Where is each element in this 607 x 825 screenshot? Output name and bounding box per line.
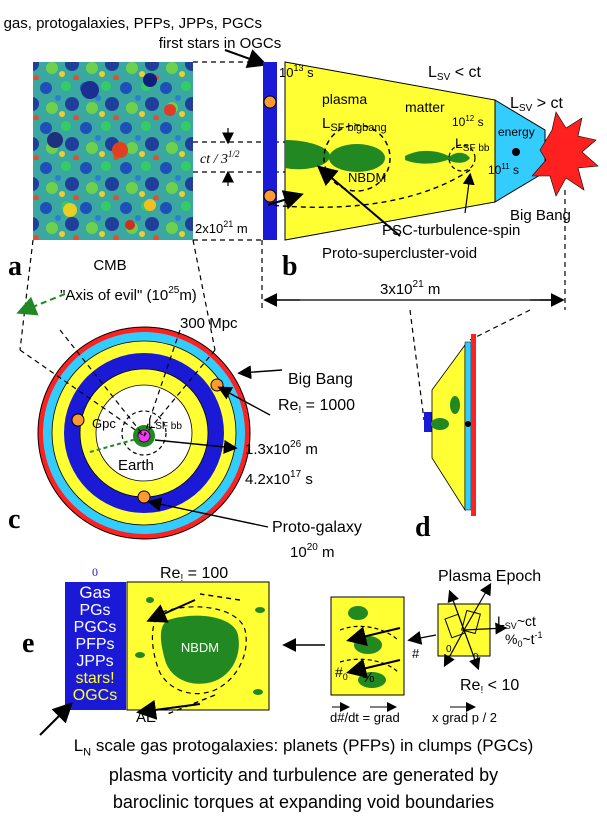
- omega0-label: #0: [335, 664, 348, 682]
- energy-label: energy: [498, 125, 535, 139]
- zero-small: 0: [446, 644, 452, 655]
- plasma-label: plasma: [322, 91, 367, 107]
- protogalaxy-label: Proto-galaxy: [272, 519, 362, 536]
- panel-e: 0 Gas PGs PGCs PFPs JPPs stars! OGCs e R…: [22, 565, 543, 736]
- panel-b: 1013 s LSV < ct LSV > ct plasma matter L…: [261, 61, 599, 310]
- gas-list-item: PGCs: [74, 619, 117, 636]
- re-100: Re! = 100: [160, 565, 228, 584]
- size-label: 1.3x1026 m: [245, 439, 318, 458]
- equation-left: d#/dt = grad: [330, 710, 400, 725]
- scale-label: 2x1021 m: [195, 219, 248, 236]
- lsf-c: LSF bb: [148, 416, 182, 432]
- hash-label: #: [412, 646, 420, 661]
- psc-label: PSC-turbulence-spin: [382, 222, 520, 239]
- panel-a: gas, protogalaxies, PFPs, JPPs, PGCs fir…: [4, 15, 285, 351]
- psv-label: Proto-supercluster-void: [322, 245, 477, 262]
- lsv-lt: LSV < ct: [428, 64, 481, 83]
- nbdm-label-b: NBDM: [348, 170, 386, 185]
- top-title-line2: first stars in OGCs: [159, 35, 282, 52]
- time-12: 1012 s: [452, 114, 484, 129]
- panel-c: Big Bang Re! = 1000 Gpc LSF bb Earth 1.3…: [8, 326, 362, 561]
- width-label: 3x1021 m: [380, 279, 440, 298]
- panel-d: d: [409, 309, 531, 543]
- time-13: 1013 s: [279, 63, 314, 80]
- orange-dot: [263, 189, 277, 203]
- green-blob: [285, 140, 330, 170]
- age-label: 4.2x1017 s: [245, 469, 313, 488]
- zero-label: 0: [92, 565, 98, 579]
- ae-label: AE: [136, 709, 156, 726]
- gas-list-item: PGs: [79, 602, 110, 619]
- caption-line-2: plasma vorticity and turbulence are gene…: [108, 765, 499, 785]
- rate-label: %0~t-1: [505, 630, 543, 649]
- gas-list-item: OGCs: [73, 687, 117, 704]
- zero-small: 0: [473, 652, 479, 663]
- cyan-wedge: [494, 99, 546, 203]
- matter-label: matter: [405, 99, 445, 115]
- cmb-hotspots: [47, 73, 176, 230]
- gas-list-item: stars!: [75, 670, 114, 687]
- orange-dot: [137, 490, 151, 504]
- mpc-label: 300 Mpc: [180, 315, 238, 332]
- caption-text: scale gas protogalaxies: planets (PFPs) …: [91, 736, 534, 755]
- caption-line-3: baroclinic torques at expanding void bou…: [112, 792, 495, 812]
- nbdm-blob: [160, 615, 239, 684]
- panel-e-label: e: [22, 628, 34, 659]
- panel-b-label: b: [282, 251, 298, 282]
- big-bang-star: [531, 111, 599, 197]
- gas-list: Gas PGs PGCs PFPs JPPs stars! OGCs: [73, 583, 117, 704]
- axis-of-evil: "Axis of evil" (1025m): [60, 285, 197, 304]
- equation-right: x grad p / 2: [432, 710, 497, 725]
- gpc-label: Gpc: [92, 416, 116, 431]
- gas-list-item: Gas: [79, 583, 110, 602]
- caption-l: L: [73, 736, 84, 755]
- ct-label: ct / 31/2: [200, 149, 240, 167]
- big-bang-label-c: Big Bang: [288, 371, 353, 388]
- pg-size: 1020 m: [290, 542, 334, 561]
- gas-list-box: [65, 582, 126, 710]
- plasma-epoch: Plasma Epoch: [438, 568, 541, 585]
- lsf-bb: LSF bb: [455, 135, 490, 154]
- big-bang-label-b: Big Bang: [510, 207, 571, 224]
- caption-sub: N: [83, 746, 92, 759]
- cmb-label: CMB: [93, 257, 126, 274]
- blue-bar: [263, 62, 277, 240]
- caption-line-1: LN scale gas protogalaxies: planets (PFP…: [0, 736, 607, 758]
- gas-list-item: JPPs: [76, 653, 113, 670]
- gas-list-item: PFPs: [75, 636, 114, 653]
- orange-dot: [263, 95, 277, 109]
- lsf-bigbang: LSF bigbang: [322, 115, 387, 134]
- top-title-line1: gas, protogalaxies, PFPs, JPPs, PGCs: [4, 15, 262, 32]
- orange-dot: [71, 413, 85, 427]
- re-10: Re! < 10: [460, 677, 519, 696]
- lsv-gt: LSV > ct: [510, 95, 563, 114]
- panel-a-label: a: [8, 251, 22, 282]
- re-1000: Re! = 1000: [278, 397, 355, 416]
- earth-label: Earth: [118, 457, 154, 474]
- time-11: 1011 s: [488, 162, 519, 177]
- panel-d-label: d: [415, 512, 431, 543]
- panel-c-label: c: [8, 504, 20, 535]
- nbdm-label-e: NBDM: [181, 640, 219, 655]
- pct-label: %: [362, 669, 374, 685]
- lsv-ct: LSV~ct: [497, 613, 536, 631]
